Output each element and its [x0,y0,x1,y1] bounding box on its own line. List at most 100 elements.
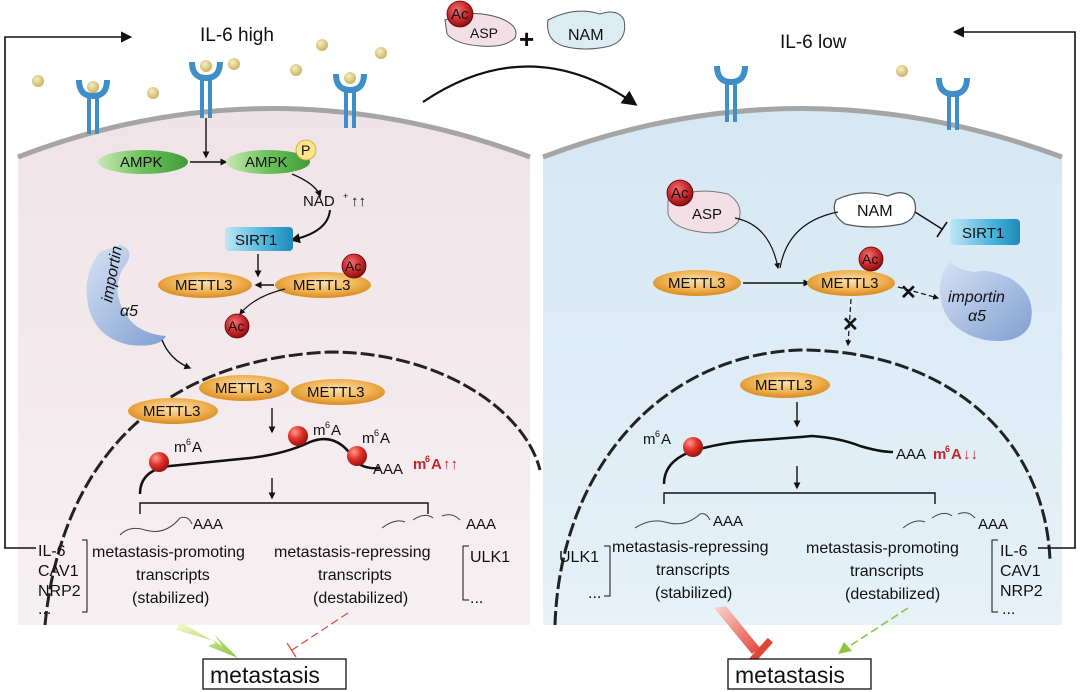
importin-alpha-label: α5 [120,303,138,320]
ac-release-arrow [239,288,286,315]
nam-convergence-line [779,211,839,269]
repress-label: metastasis-repressing [274,544,431,561]
gene-item: NRP2 [38,583,81,600]
repress-label: transcripts [656,562,730,579]
inhibit-bar [747,637,774,665]
fate-bracket [139,502,429,514]
promo-polya: AAA [978,516,1008,533]
released-ac-label: Ac [228,318,244,334]
mettl3-ac-node-right: Ac METTL3 [807,246,895,296]
asp-label: ASP [692,206,722,223]
gene-item: ... [38,601,51,618]
nuclear-mettl3-1: METTL3 [199,375,289,401]
m6a-level-m: m [933,446,946,463]
promo-label: (destabilized) [845,586,940,603]
il6-ligands-left [32,39,387,99]
mettl3-label: METTL3 [175,277,233,294]
outcome-box [202,658,347,690]
sirt1-node: SIRT1 [225,227,293,251]
left-feedback-arrow [4,31,133,549]
mettl3-node-right: METTL3 [653,270,741,296]
gene-list-right-left-panel: ULK1 ... [462,545,510,607]
nad-label: NAD + ↑↑ [303,191,366,210]
mettl3-node: METTL3 [158,272,252,298]
m6a-level-m: m [413,456,426,473]
repress-label: (destabilized) [313,590,408,607]
asp-node: Ac ASP [666,179,741,234]
mettl3-ac-label: METTL3 [821,275,879,292]
gene-item: NRP2 [1000,583,1043,600]
receptor-icon [936,77,970,130]
stable-transcript [119,516,193,536]
nam-node: NAM [833,192,917,228]
ampk-node: AMPK [98,150,188,174]
ampk-to-nad-arrow [291,173,322,198]
phospho-label: P [301,142,310,158]
m6a-a: A [380,430,390,447]
nam-inhibit-bar [936,221,948,238]
top-nam: NAM [547,10,626,50]
repress-label: transcripts [318,567,392,584]
nuclear-mettl3-3: METTL3 [128,398,218,424]
gene-item: ... [470,590,483,607]
released-ac: Ac [224,313,250,339]
promote-weak-arrowhead [838,642,852,654]
m6a-level-sup: 6 [425,454,430,464]
polya-tail: AAA [373,461,403,478]
gene-item: ULK1 [470,549,510,566]
gene-list-right-panel-left: ULK1 ... [559,545,611,602]
blocked-importin-arrow [897,286,940,300]
repress-polya: AAA [466,516,496,533]
m6a-mark: m 6 A [149,437,202,472]
m6a-text: m [174,439,187,456]
right-title: IL-6 low [780,32,847,53]
nad-text: NAD [303,193,335,210]
degraded-transcript [902,512,976,529]
m6a-sup: 6 [655,429,660,439]
asp-acetylation-arrow [734,217,781,270]
gene-list-right-panel-right: IL-6 CAV1 NRP2 ... [991,539,1043,618]
top-ac-label: Ac [451,6,469,23]
stable-transcript [634,513,711,529]
left-nucleus [43,350,542,626]
ampk-p-node: P AMPK [226,139,317,174]
nuclear-import-arrow [161,339,192,370]
outcome-label: metastasis [735,662,845,688]
ampk-p-label: AMPK [245,154,288,171]
importin-label: importin [948,289,1005,306]
gene-item: ... [1002,601,1015,618]
m6a-level-sup: 6 [945,444,950,454]
right-feedback-arrow [952,26,1076,549]
gene-list-left: IL-6 CAV1 NRP2 ... [38,539,88,618]
top-asp-label: ASP [470,25,498,41]
promote-arrow [176,622,238,658]
m6a-mark: m 6 A [643,429,703,457]
nad-sup: + [343,191,348,201]
m6a-sup: 6 [325,420,330,430]
promo-label: transcripts [136,567,210,584]
nuc-mettl3-label: METTL3 [143,403,201,420]
m6a-text: m [313,422,326,439]
receptor-icon [76,79,110,134]
m6a-a: A [661,431,671,448]
nuclear-mettl3-2: METTL3 [291,379,385,405]
top-nam-label: NAM [568,27,604,44]
nuc-mettl3-label: METTL3 [215,380,273,397]
fate-bracket [663,492,936,504]
mettl3-ac-node: Ac METTL3 [275,253,371,298]
promo-label: (stabilized) [132,590,209,607]
repress-polya: AAA [713,513,743,530]
gene-item: IL-6 [1000,543,1028,560]
m6a-level-arrows: ↑↑ [443,456,458,473]
inhibit-bar [286,642,297,658]
nad-increase: ↑↑ [351,193,366,210]
m6a-sup: 6 [374,428,379,438]
importin-right: importin α5 [939,262,1032,341]
ac-label: Ac [345,258,361,274]
repress-label: metastasis-repressing [612,539,769,556]
gene-item: CAV1 [38,563,79,580]
gene-item: ULK1 [559,549,599,566]
m6a-sup: 6 [186,437,191,447]
receptor-icon [189,61,223,118]
outcome-box [727,658,872,690]
